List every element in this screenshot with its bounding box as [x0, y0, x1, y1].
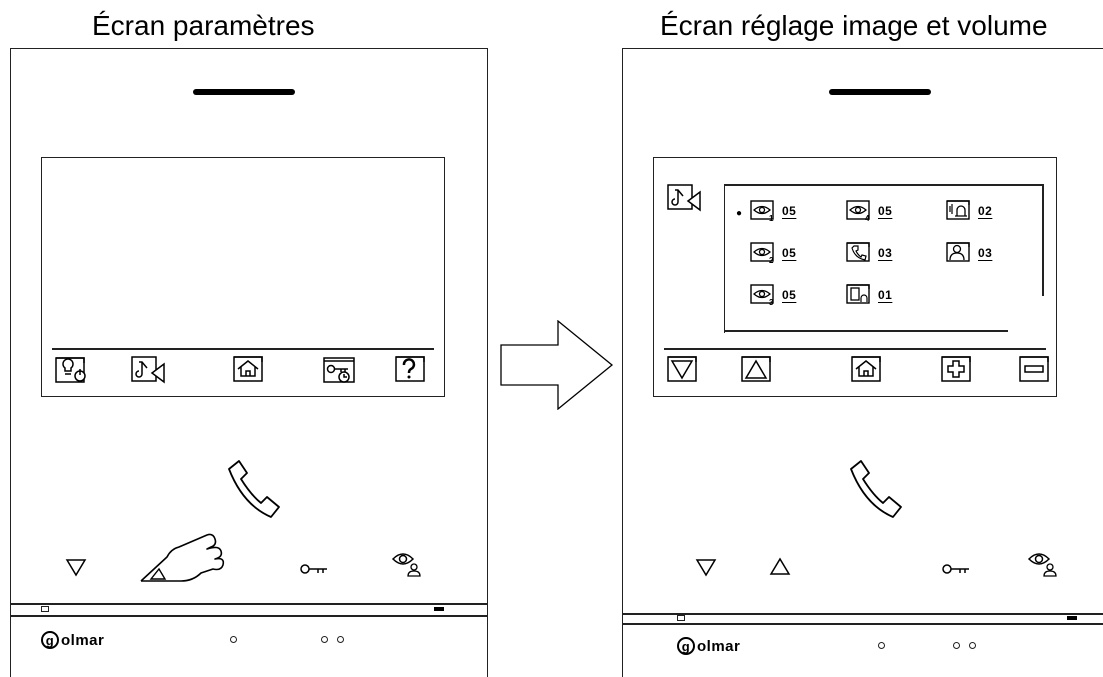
left-screen-title: Écran paramètres: [92, 10, 315, 41]
down-arrow-icon[interactable]: [65, 557, 87, 577]
plus-icon[interactable]: [940, 354, 971, 382]
up-arrow-icon[interactable]: [769, 557, 791, 577]
arrow-up-icon[interactable]: [740, 354, 771, 382]
front-panel-edge: [623, 613, 1103, 615]
status-led: [677, 615, 685, 621]
front-panel-edge-lower: [623, 623, 1103, 625]
sensor-hole-1: [953, 642, 960, 649]
sensor-hole-2: [969, 642, 976, 649]
setting-door-ring[interactable]: 01: [846, 284, 892, 306]
minus-icon[interactable]: [1018, 354, 1049, 382]
camera-1-icon: 1: [750, 200, 774, 222]
melody-speaker-icon[interactable]: [130, 354, 165, 384]
eye-user-icon[interactable]: [1027, 547, 1057, 577]
toolbar-divider: [664, 348, 1046, 350]
camera-2-icon: 2: [750, 242, 774, 264]
setting-handset-volume[interactable]: 03: [846, 242, 892, 264]
svg-text:2: 2: [769, 256, 774, 264]
camera-2-value: 05: [782, 246, 797, 260]
setting-camera-2[interactable]: 2 05: [750, 242, 796, 264]
setting-camera-1[interactable]: 1 05: [750, 200, 796, 222]
door-ring-value: 01: [878, 288, 893, 302]
settings-panel-bottom-edge: [724, 330, 1008, 332]
handset-volume-value: 03: [878, 246, 893, 260]
speaker-slot: [829, 89, 931, 95]
indicator-led: [434, 607, 444, 611]
key-icon[interactable]: [299, 561, 329, 577]
settings-panel-right-edge: [1042, 184, 1044, 296]
hand-pointer-icon: [137, 519, 233, 589]
home-icon[interactable]: [232, 354, 263, 382]
svg-text:4: 4: [865, 214, 870, 222]
handset-volume-icon: [846, 242, 870, 262]
settings-panel-left-edge: [724, 186, 725, 333]
front-panel-edge-lower: [11, 615, 487, 617]
right-screen-title: Écran réglage image et volume: [660, 10, 1048, 41]
sensor-hole-1: [321, 636, 328, 643]
handset-button[interactable]: [845, 455, 905, 525]
status-led: [41, 606, 49, 612]
camera-3-icon: 3: [750, 284, 774, 306]
right-display-screen: ● 1 05 4 05 02 2 05 03 03 3 05: [653, 157, 1057, 397]
camera-4-value: 05: [878, 204, 893, 218]
home-icon[interactable]: [850, 354, 881, 382]
speaker-slot: [193, 89, 295, 95]
svg-text:3: 3: [769, 298, 774, 306]
door-ring-icon: [846, 284, 870, 304]
ring-bell-value: 02: [978, 204, 993, 218]
camera-1-value: 05: [782, 204, 797, 218]
setting-user-call[interactable]: 03: [946, 242, 992, 264]
svg-text:1: 1: [769, 214, 774, 222]
transition-arrow-icon: [500, 320, 614, 410]
camera-4-icon: 4: [846, 200, 870, 222]
arrow-down-icon[interactable]: [666, 354, 697, 382]
eye-user-icon[interactable]: [391, 547, 421, 577]
down-arrow-icon[interactable]: [695, 557, 717, 577]
light-power-icon[interactable]: [54, 354, 86, 383]
microphone-hole: [230, 636, 237, 643]
key-clock-icon[interactable]: [322, 354, 355, 383]
key-icon[interactable]: [941, 561, 971, 577]
handset-button[interactable]: [223, 455, 283, 525]
help-icon[interactable]: [394, 354, 425, 382]
microphone-hole: [878, 642, 885, 649]
indicator-led: [1067, 616, 1077, 620]
sensor-hole-2: [337, 636, 344, 643]
user-call-icon: [946, 242, 970, 262]
melody-speaker-icon: [666, 182, 702, 212]
toolbar-divider: [52, 348, 434, 350]
front-panel-edge: [11, 603, 487, 605]
setting-ring-bell[interactable]: 02: [946, 200, 992, 222]
left-display-screen: [41, 157, 445, 397]
camera-3-value: 05: [782, 288, 797, 302]
user-call-value: 03: [978, 246, 993, 260]
ring-bell-icon: [946, 200, 970, 220]
setting-camera-3[interactable]: 3 05: [750, 284, 796, 306]
settings-panel-top-edge: [724, 184, 1044, 186]
setting-camera-4[interactable]: 4 05: [846, 200, 892, 222]
selected-row-indicator: ●: [736, 208, 743, 219]
right-monitor-device: ● 1 05 4 05 02 2 05 03 03 3 05: [622, 48, 1103, 677]
